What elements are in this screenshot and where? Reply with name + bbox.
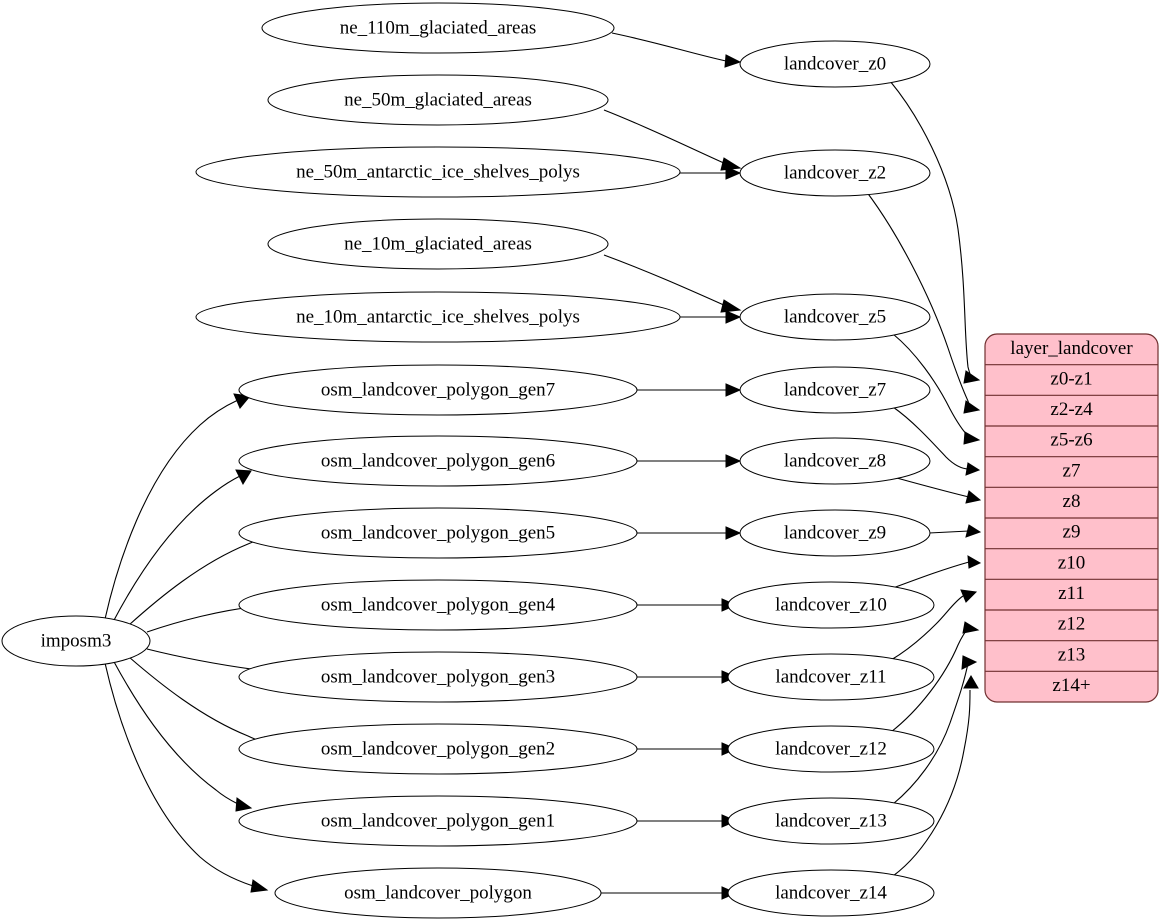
node-label: landcover_z14 [775,882,887,903]
edge-ne110m-to-z0 [611,32,742,68]
node-label: osm_landcover_polygon_gen7 [321,379,555,400]
edge-z14-to-row-z14plus [892,675,979,877]
edge-ne10mant-to-z5 [676,310,742,324]
edge-ne10mglac-to-z5 [603,254,742,313]
table-row-label-z10: z10 [1058,552,1085,573]
node-label: ne_50m_antarctic_ice_shelves_polys [296,161,580,182]
table-row-label-z12: z12 [1058,614,1085,635]
table-row-label-z2-z4: z2-z4 [1050,399,1093,420]
node-landcover-z10[interactable]: landcover_z10 [727,581,935,629]
edge-imposm3-to-gen1 [112,659,253,812]
node-label: imposm3 [41,630,112,651]
node-label: landcover_z11 [775,666,886,687]
edge-z0-to-row-z0z1 [889,80,981,384]
edge-gen2-to-z12 [636,742,738,756]
node-label: landcover_z9 [784,522,886,543]
node-label: ne_50m_glaciated_areas [344,89,532,110]
node-label: osm_landcover_polygon_gen2 [321,738,555,759]
edge-z12-to-row-z12 [890,621,980,733]
node-label: landcover_z8 [784,450,886,471]
node-osm-landcover-polygon-gen7[interactable]: osm_landcover_polygon_gen7 [238,364,638,416]
node-landcover-z11[interactable]: landcover_z11 [727,653,935,701]
node-label: osm_landcover_polygon_gen4 [321,594,556,615]
node-landcover-z0[interactable]: landcover_z0 [739,40,931,88]
edge-z5-to-row-z5z6 [892,333,981,445]
edge-gen3-to-z11 [636,670,738,684]
node-landcover-z7[interactable]: landcover_z7 [739,366,931,414]
node-label: osm_landcover_polygon_gen1 [321,810,555,831]
edge-gen1-to-z13 [636,814,738,828]
layer-landcover-table[interactable]: layer_landcover z0-z1 z2-z4 z5-z6 z7 z8 … [984,333,1159,703]
table-header-label: layer_landcover [1010,338,1133,359]
node-osm-landcover-polygon-gen5[interactable]: osm_landcover_polygon_gen5 [238,507,638,559]
table-row-label-z7: z7 [1063,460,1081,481]
node-landcover-z14[interactable]: landcover_z14 [727,869,935,917]
edge-z2-to-row-z2z4 [865,190,981,414]
edge-z10-to-row-z10 [892,555,982,589]
node-label: ne_10m_antarctic_ice_shelves_polys [296,306,580,327]
node-label: ne_110m_glaciated_areas [340,17,537,38]
node-osm-landcover-polygon-gen2[interactable]: osm_landcover_polygon_gen2 [238,723,638,775]
node-ne-110m-glaciated-areas[interactable]: ne_110m_glaciated_areas [261,2,615,54]
node-label: osm_landcover_polygon [344,882,532,903]
edge-imposm3-to-gen6 [112,469,252,623]
node-label: landcover_z0 [784,53,886,74]
node-landcover-z13[interactable]: landcover_z13 [727,797,935,845]
source-nodes-group: ne_110m_glaciated_areas ne_50m_glaciated… [195,2,681,919]
node-landcover-z8[interactable]: landcover_z8 [739,437,931,485]
node-osm-landcover-polygon-gen3[interactable]: osm_landcover_polygon_gen3 [238,651,638,703]
node-label: osm_landcover_polygon_gen6 [321,450,555,471]
node-label: landcover_z13 [775,810,887,831]
edge-ne50mant-to-z2 [676,166,742,180]
node-ne-50m-antarctic-ice-shelves-polys[interactable]: ne_50m_antarctic_ice_shelves_polys [195,146,681,198]
node-ne-10m-glaciated-areas[interactable]: ne_10m_glaciated_areas [267,218,609,270]
node-label: landcover_z2 [784,162,886,183]
node-osm-landcover-polygon-gen4[interactable]: osm_landcover_polygon_gen4 [238,579,638,631]
node-ne-50m-glaciated-areas[interactable]: ne_50m_glaciated_areas [267,74,609,126]
node-label: osm_landcover_polygon_gen5 [321,522,555,543]
edge-gen5-to-z9 [636,526,742,540]
node-label: landcover_z5 [784,306,886,327]
edge-z8-to-row-z8 [892,476,982,504]
node-landcover-z9[interactable]: landcover_z9 [739,509,931,557]
edge-gen4-to-z10 [636,598,738,612]
intermediate-nodes-group: landcover_z0 landcover_z2 landcover_z5 l… [727,40,935,917]
edge-z9-to-row-z9 [928,524,982,538]
table-row-label-z13: z13 [1058,644,1085,665]
node-label: landcover_z10 [775,594,887,615]
edge-gen6-to-z8 [636,454,742,468]
node-label: osm_landcover_polygon_gen3 [321,666,555,687]
edge-z7-to-row-z7 [892,406,981,476]
table-row-label-z8: z8 [1063,491,1081,512]
edge-polygon-to-z14 [600,886,738,900]
node-label: landcover_z12 [775,738,887,759]
edge-gen7-to-z7 [636,383,742,397]
table-row-label-z14plus: z14+ [1052,675,1090,696]
node-landcover-z5[interactable]: landcover_z5 [739,293,931,341]
node-osm-landcover-polygon-gen6[interactable]: osm_landcover_polygon_gen6 [238,435,638,487]
node-label: landcover_z7 [784,379,886,400]
table-row-label-z0-z1: z0-z1 [1050,368,1092,389]
node-landcover-z12[interactable]: landcover_z12 [727,725,935,773]
edge-z13-to-row-z13 [892,655,978,805]
node-landcover-z2[interactable]: landcover_z2 [739,149,931,197]
edge-z11-to-row-z11 [890,589,978,661]
node-osm-landcover-polygon[interactable]: osm_landcover_polygon [274,867,602,919]
table-row-label-z11: z11 [1058,583,1085,604]
node-imposm3[interactable]: imposm3 [1,615,151,667]
table-row-label-z5-z6: z5-z6 [1050,430,1092,451]
node-osm-landcover-polygon-gen1[interactable]: osm_landcover_polygon_gen1 [238,795,638,847]
table-row-label-z9: z9 [1063,522,1081,543]
node-label: ne_10m_glaciated_areas [344,233,532,254]
edge-imposm3-to-polygon [104,662,269,893]
node-ne-10m-antarctic-ice-shelves-polys[interactable]: ne_10m_antarctic_ice_shelves_polys [195,291,681,343]
